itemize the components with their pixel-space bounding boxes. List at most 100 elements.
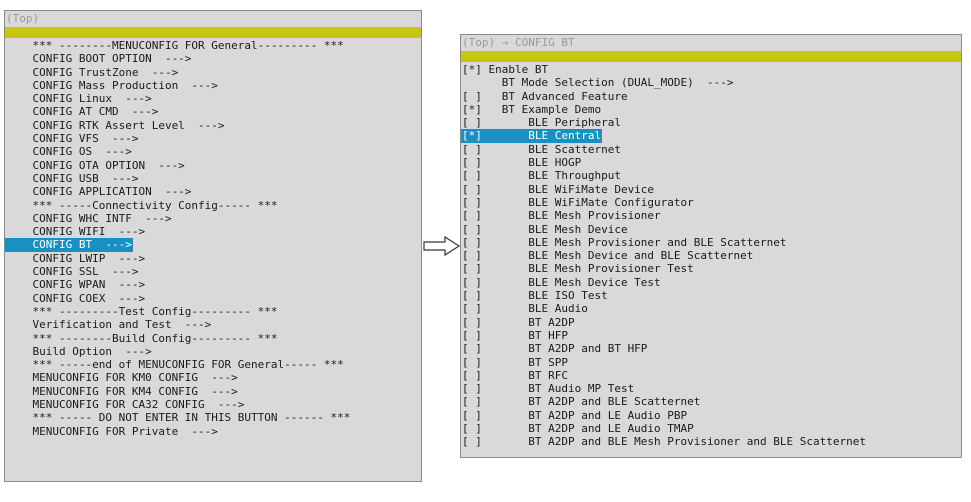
menu-item[interactable]: CONFIG WHC INTF ---> (5, 212, 421, 225)
menu-item[interactable]: MENUCONFIG FOR KM0 CONFIG ---> (5, 371, 421, 384)
menu-item[interactable]: [ ] BLE Mesh Device (461, 223, 961, 236)
menu-item-label: Build Option ---> (6, 344, 152, 358)
menu-item-label: CONFIG WHC INTF ---> (6, 211, 172, 225)
menu-item[interactable]: *** ---------Test Config--------- *** (5, 305, 421, 318)
menu-item-label: [ ] BLE Scatternet (462, 142, 621, 156)
menu-item-label: [ ] BLE Audio (462, 302, 588, 316)
breadcrumb: (Top) → CONFIG BT (462, 36, 575, 49)
menu-item[interactable]: CONFIG VFS ---> (5, 132, 421, 145)
menu-item[interactable]: [ ] BT A2DP and BLE Mesh Provisioner and… (461, 435, 961, 448)
menu-item-label: [ ] BT A2DP and BLE Scatternet (462, 395, 701, 409)
menu-item[interactable]: [ ] BLE HOGP (461, 156, 961, 169)
menu-item[interactable]: [ ] BT SPP (461, 356, 961, 369)
menu-item[interactable]: CONFIG Linux ---> (5, 92, 421, 105)
menu-item-label: [ ] BT A2DP and LE Audio PBP (462, 408, 688, 422)
menu-item[interactable]: MENUCONFIG FOR KM4 CONFIG ---> (5, 385, 421, 398)
menu-item[interactable]: MENUCONFIG FOR CA32 CONFIG ---> (5, 398, 421, 411)
menu-item[interactable]: *** --------MENUCONFIG FOR General------… (5, 39, 421, 52)
menu-item[interactable]: [ ] BT A2DP and BLE Scatternet (461, 395, 961, 408)
menu-item-label: CONFIG OTA OPTION ---> (6, 158, 185, 172)
menu-item[interactable]: [ ] BLE WiFiMate Device (461, 183, 961, 196)
menu-item-label: [ ] BLE ISO Test (462, 289, 608, 303)
menu-item[interactable]: CONFIG WIFI ---> (5, 225, 421, 238)
menu-item-label: [ ] BLE Mesh Provisioner and BLE Scatter… (462, 235, 787, 249)
menu-item[interactable]: *** --------Build Config--------- *** (5, 332, 421, 345)
menu-item-label: [ ] BT SPP (462, 355, 568, 369)
menu-item[interactable]: [*] BT Example Demo (461, 103, 961, 116)
menu-item[interactable]: [ ] BLE Mesh Provisioner (461, 209, 961, 222)
menu-item[interactable]: [ ] BT Audio MP Test (461, 382, 961, 395)
menu-item-label: [ ] BT A2DP and BT HFP (462, 342, 648, 356)
menu-item[interactable]: BT Mode Selection (DUAL_MODE) ---> (461, 76, 961, 89)
menu-item[interactable]: [ ] BT A2DP (461, 316, 961, 329)
menu-item-label: CONFIG COEX ---> (6, 291, 146, 305)
menu-item[interactable]: *** -----end of MENUCONFIG FOR General--… (5, 358, 421, 371)
menu-item-label: [ ] BLE Mesh Device (462, 222, 628, 236)
menu-item-label: [*] Enable BT (462, 63, 549, 76)
menu-item-selected[interactable]: [*] BLE Central (461, 129, 961, 143)
menu-item[interactable]: [ ] BT RFC (461, 369, 961, 382)
menu-item[interactable]: CONFIG TrustZone ---> (5, 66, 421, 79)
menu-item[interactable]: [ ] BLE WiFiMate Configurator (461, 196, 961, 209)
header-bar (5, 27, 421, 38)
menu-item[interactable]: CONFIG RTK Assert Level ---> (5, 119, 421, 132)
menu-item-label: [*] BLE Central (461, 129, 603, 143)
menu-item-label: MENUCONFIG FOR KM0 CONFIG ---> (6, 371, 238, 385)
menu-item[interactable]: Build Option ---> (5, 345, 421, 358)
menu-item-label: *** ----- DO NOT ENTER IN THIS BUTTON --… (6, 411, 351, 425)
menu-item-label: CONFIG WIFI ---> (6, 225, 146, 239)
menu-item-label: [ ] BT Advanced Feature (462, 89, 628, 103)
right-arrow-icon (423, 236, 461, 256)
menu-item[interactable]: CONFIG USB ---> (5, 172, 421, 185)
menu-item[interactable]: [ ] BLE Mesh Device Test (461, 276, 961, 289)
menu-item[interactable]: [ ] BLE Audio (461, 302, 961, 315)
menu-item-label: MENUCONFIG FOR Private ---> (6, 424, 218, 438)
menu-item-label: CONFIG OS ---> (6, 145, 132, 159)
menu-item[interactable]: CONFIG COEX ---> (5, 292, 421, 305)
menu-item[interactable]: CONFIG OS ---> (5, 145, 421, 158)
menu-item[interactable]: [ ] BT A2DP and LE Audio PBP (461, 409, 961, 422)
menu-item[interactable]: CONFIG Mass Production ---> (5, 79, 421, 92)
menu-item[interactable]: [ ] BT A2DP and LE Audio TMAP (461, 422, 961, 435)
menu-item[interactable]: CONFIG APPLICATION ---> (5, 185, 421, 198)
menu-item[interactable]: CONFIG LWIP ---> (5, 252, 421, 265)
menu-item[interactable]: CONFIG WPAN ---> (5, 278, 421, 291)
menu-item-label: MENUCONFIG FOR CA32 CONFIG ---> (6, 398, 245, 412)
menu-item[interactable]: CONFIG OTA OPTION ---> (5, 159, 421, 172)
menu-item[interactable]: [ ] BLE Throughput (461, 169, 961, 182)
menu-item-label: [ ] BLE HOGP (462, 156, 582, 170)
menu-item[interactable]: Verification and Test ---> (5, 318, 421, 331)
menu-item[interactable]: CONFIG AT CMD ---> (5, 105, 421, 118)
menu-item-label: [ ] BT A2DP and LE Audio TMAP (462, 422, 694, 436)
menu-item[interactable]: [ ] BLE Peripheral (461, 116, 961, 129)
menu-item-label: BT Mode Selection (DUAL_MODE) ---> (462, 76, 734, 90)
menu-item[interactable]: [ ] BLE Mesh Provisioner Test (461, 262, 961, 275)
menu-item[interactable]: [ ] BLE Scatternet (461, 143, 961, 156)
menu-item-label: [ ] BLE Peripheral (462, 116, 621, 130)
menu-item-label: [ ] BT A2DP and BLE Mesh Provisioner and… (462, 435, 866, 449)
menu-item[interactable]: [ ] BT A2DP and BT HFP (461, 342, 961, 355)
menu-item[interactable]: CONFIG SSL ---> (5, 265, 421, 278)
menu-item-label: [ ] BLE WiFiMate Configurator (462, 195, 694, 209)
menu-item-label: CONFIG VFS ---> (6, 132, 139, 146)
menu-item-label: *** ---------Test Config--------- *** (6, 304, 278, 318)
menu-item[interactable]: [*] Enable BT (461, 63, 961, 76)
menu-item-label: [ ] BLE Mesh Device Test (462, 275, 661, 289)
menu-item[interactable]: *** ----- DO NOT ENTER IN THIS BUTTON --… (5, 411, 421, 424)
menu-item-label: [ ] BT A2DP (462, 315, 575, 329)
menu-item[interactable]: [ ] BLE Mesh Provisioner and BLE Scatter… (461, 236, 961, 249)
menu-item-label: [ ] BT HFP (462, 328, 568, 342)
menu-item-label: [ ] BT RFC (462, 368, 568, 382)
menu-item[interactable]: [ ] BT HFP (461, 329, 961, 342)
menu-item-label: CONFIG USB ---> (6, 171, 139, 185)
menu-item[interactable]: [ ] BLE Mesh Device and BLE Scatternet (461, 249, 961, 262)
menu-item[interactable]: *** -----Connectivity Config----- *** (5, 199, 421, 212)
menu-item[interactable]: MENUCONFIG FOR Private ---> (5, 425, 421, 438)
menu-item-label: [ ] BLE Throughput (462, 169, 621, 183)
menu-item-selected[interactable]: CONFIG BT ---> (5, 238, 421, 252)
menu-item-label: [ ] BLE Mesh Device and BLE Scatternet (462, 249, 754, 263)
menu-item-label: CONFIG SSL ---> (6, 265, 139, 279)
menu-item[interactable]: CONFIG BOOT OPTION ---> (5, 52, 421, 65)
menu-item[interactable]: [ ] BT Advanced Feature (461, 90, 961, 103)
menu-item[interactable]: [ ] BLE ISO Test (461, 289, 961, 302)
